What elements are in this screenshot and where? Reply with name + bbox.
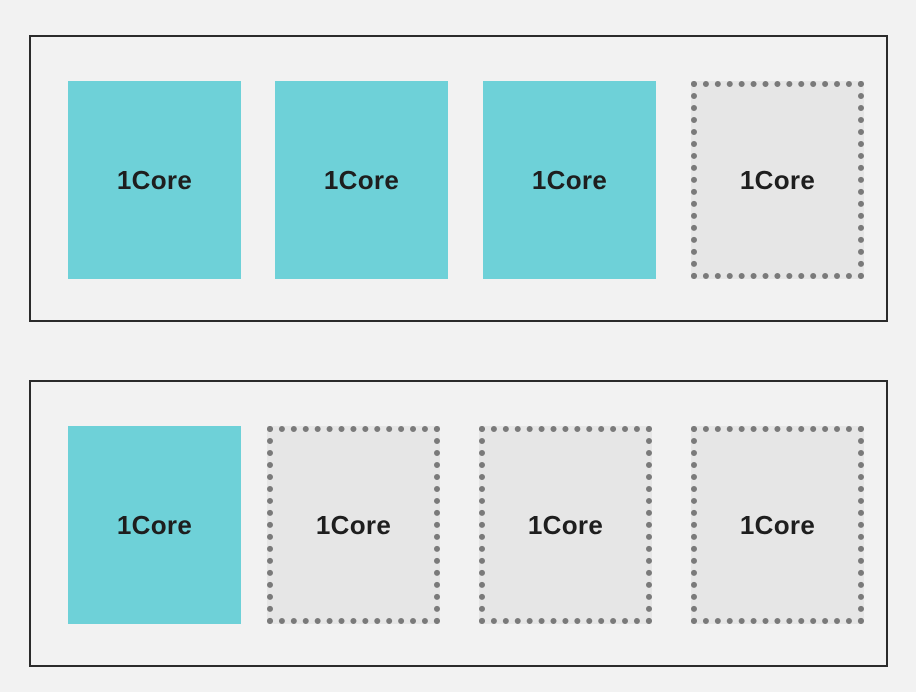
core-available: 1Core (691, 426, 864, 624)
core-available: 1Core (479, 426, 652, 624)
core-allocated: 1Core (483, 81, 656, 279)
core-allocated: 1Core (68, 426, 241, 624)
core-group-bottom: 1Core 1Core 1Core 1Core (29, 380, 888, 667)
core-available: 1Core (267, 426, 440, 624)
core-allocated: 1Core (275, 81, 448, 279)
core-available: 1Core (691, 81, 864, 279)
core-group-top: 1Core 1Core 1Core 1Core (29, 35, 888, 322)
core-allocated: 1Core (68, 81, 241, 279)
